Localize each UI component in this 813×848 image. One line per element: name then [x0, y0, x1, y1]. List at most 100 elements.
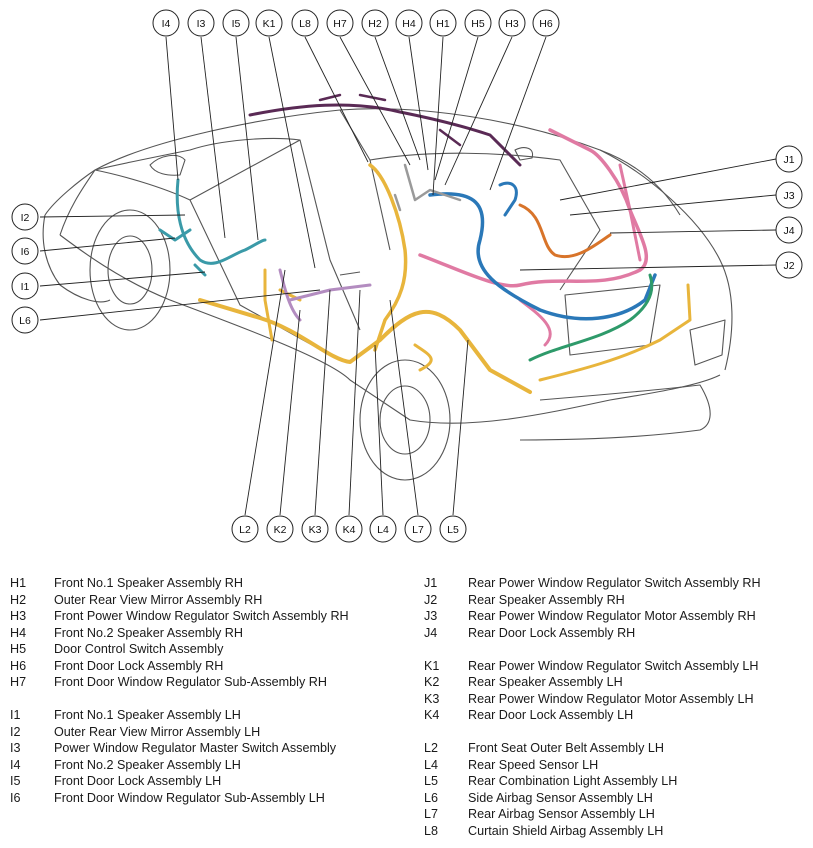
callout-label: J2: [783, 260, 794, 272]
body-side-lower: [59, 234, 721, 424]
legend-name: Front Door Window Regulator Sub-Assembly…: [54, 790, 325, 805]
callout-circle: [291, 9, 319, 37]
callout-h3: H3: [498, 9, 526, 37]
callout-circle: [11, 272, 39, 300]
rear-bumper: [519, 384, 711, 441]
callout-j2: J2: [775, 251, 803, 279]
legend-code: K1: [424, 658, 440, 673]
tail-light: [689, 319, 726, 366]
callout-label: I4: [162, 18, 171, 30]
orange-harness: [518, 203, 612, 258]
rear-wheel: [359, 359, 451, 481]
purple-harness-roof-branch: [318, 93, 462, 147]
callout-circle: [222, 9, 250, 37]
callout-label: L2: [239, 524, 251, 536]
side-mirror-left: [149, 154, 186, 176]
callout-h7: H7: [326, 9, 354, 37]
legend-name: Rear Speaker Assembly RH: [468, 592, 625, 607]
callout-label: H1: [436, 18, 450, 30]
callout-circle: [187, 9, 215, 37]
callout-circle: [301, 515, 329, 543]
rear-window: [369, 152, 601, 291]
legend-code: I3: [10, 741, 21, 755]
legend-spacer: [10, 691, 349, 708]
callout-circle: [11, 237, 39, 265]
callout-label: L5: [447, 524, 459, 536]
legend-name: Front No.1 Speaker Assembly LH: [54, 708, 241, 722]
callout-circle: [775, 251, 803, 279]
callout-label: H7: [333, 18, 347, 30]
legend-code: K2: [424, 675, 440, 689]
legend-code: L4: [424, 757, 439, 772]
callout-label: L7: [412, 524, 424, 536]
side-mirror-right: [514, 147, 534, 161]
callout-circle: [439, 515, 467, 543]
legend-name: Rear Door Lock Assembly LH: [468, 708, 634, 722]
callout-i5: I5: [222, 9, 250, 37]
rear-door-line: [299, 139, 361, 331]
callout-h6: H6: [532, 9, 560, 37]
callout-circle: [326, 9, 354, 37]
callout-k4: K4: [335, 515, 363, 543]
legend-name: Power Window Regulator Master Switch Ass…: [54, 741, 337, 755]
callout-h1: H1: [429, 9, 457, 37]
legend-name: Outer Rear View Mirror Assembly RH: [54, 592, 263, 607]
legend-name: Rear Door Lock Assembly RH: [468, 625, 636, 640]
callout-i6: I6: [11, 237, 39, 265]
legend-name: Front Door Window Regulator Sub-Assembly…: [54, 675, 327, 689]
callout-label: K1: [263, 18, 276, 30]
callout-label: I1: [21, 281, 30, 293]
callout-label: L8: [299, 18, 311, 30]
green-harness: [528, 273, 654, 362]
callout-h5: H5: [464, 9, 492, 37]
blue-harness-right-door: [498, 181, 518, 217]
callout-label: I2: [21, 212, 30, 224]
callout-label: H3: [505, 18, 519, 30]
callout-label: J3: [783, 190, 794, 202]
legend-code: H1: [10, 576, 27, 590]
callout-k1: K1: [255, 9, 283, 37]
callout-label: H2: [368, 18, 382, 30]
callout-circle: [231, 515, 259, 543]
leader-lines: [39, 36, 777, 516]
legend-name: Rear Power Window Regulator Motor Assemb…: [468, 609, 756, 623]
callout-i1: I1: [11, 272, 39, 300]
callout-j1: J1: [775, 145, 803, 173]
legend-code: L6: [424, 790, 439, 805]
legend-code: L2: [424, 741, 439, 755]
legend-code: L8: [424, 823, 439, 838]
callout-label: K3: [309, 524, 322, 536]
legend-code: I2: [10, 724, 21, 739]
front-wheel-hub: [107, 235, 153, 305]
door-handle: [339, 271, 361, 276]
legend-code: I5: [10, 774, 21, 788]
callout-label: I6: [21, 246, 30, 258]
callout-circle: [335, 515, 363, 543]
legend-name: Rear Airbag Sensor Assembly LH: [468, 807, 655, 821]
callout-circle: [255, 9, 283, 37]
callout-circle: [532, 9, 560, 37]
yellow-harness-pillar: [368, 163, 408, 352]
callout-circle: [775, 145, 803, 173]
purple-harness-roof: [248, 103, 522, 167]
callout-h4: H4: [395, 9, 423, 37]
callout-l4: L4: [369, 515, 397, 543]
callout-circle: [498, 9, 526, 37]
